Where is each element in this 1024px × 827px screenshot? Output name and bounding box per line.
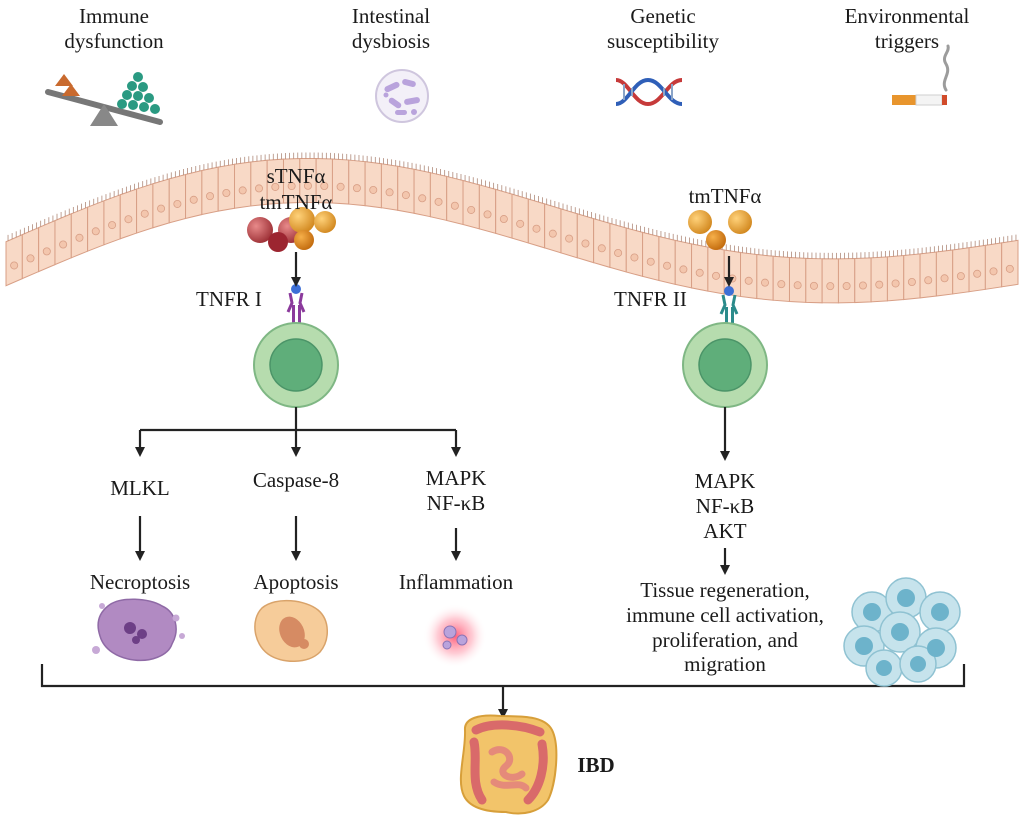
tnf-ligands-left (247, 207, 336, 252)
outcome-apoptosis: Apoptosis (253, 570, 339, 594)
outcome-line: immune cell activation, (626, 602, 824, 627)
pathway-caspase-8: Caspase-8 (252, 468, 340, 492)
immune-cell-left (253, 322, 339, 408)
outcome-line: migration (684, 652, 766, 677)
factor-genetic-susceptibility: Genetic susceptibility (578, 4, 748, 54)
signal-mapk: MAPK (694, 469, 756, 493)
tnfr2-receptor-icon (719, 286, 739, 329)
factor-intestinal-dysbiosis: Intestinal dysbiosis (306, 4, 476, 54)
inflammation-icon (423, 604, 487, 668)
cigarette-icon (892, 44, 950, 106)
factor-immune-dysfunction: Immune dysfunction (29, 4, 199, 54)
microbes-icon (375, 69, 429, 123)
signal-list: MAPK NF-κB AKT (665, 469, 785, 543)
necroptotic-cell-icon (92, 598, 185, 662)
ligand-tmtnf-alpha: tmTNFα (259, 190, 333, 214)
outcome-regeneration: Tissue regeneration, immune cell activat… (600, 578, 850, 677)
outcome-line: proliferation, and (652, 627, 798, 652)
tnf-ligands-right (688, 210, 752, 250)
factor-environmental-triggers: Environmental triggers (822, 4, 992, 54)
factor-line: susceptibility (607, 28, 719, 53)
intestinal-epithelium (5, 152, 1019, 304)
factor-line: dysbiosis (351, 28, 431, 53)
outcome-inflammation: Inflammation (398, 570, 514, 594)
receptor-tnfr2-label: TNFR II (614, 287, 687, 311)
factor-line: Immune (79, 4, 149, 28)
apoptotic-cell-icon (254, 599, 328, 662)
outcome-necroptosis: Necroptosis (89, 570, 191, 594)
outcome-line: Tissue regeneration, (640, 578, 810, 602)
ligand-tmtnf-alpha-right: tmTNFα (688, 184, 762, 208)
intestine-icon (459, 714, 558, 815)
signal-nfkb: NF-κB (695, 493, 755, 518)
factor-line: Environmental (844, 4, 970, 28)
immune-cell-right (682, 322, 768, 408)
factor-line: Genetic (630, 4, 696, 28)
signal-akt: AKT (703, 518, 747, 543)
factor-line: dysfunction (64, 28, 164, 53)
factor-line: Intestinal (351, 4, 431, 28)
ligand-stnf-alpha: sTNFα (266, 164, 326, 188)
pathway-mapk-nfkb: MAPK NF-κB (396, 466, 516, 516)
proliferating-cells-icon (843, 577, 961, 687)
flow-arrows (40, 252, 966, 719)
receptor-tnfr1-label: TNFR I (196, 287, 262, 311)
pathway-line: NF-κB (426, 490, 486, 515)
result-ibd: IBD (577, 753, 615, 777)
seesaw-icon (45, 72, 163, 126)
factor-line: triggers (874, 28, 940, 53)
pathway-line: MAPK (425, 466, 487, 490)
pathway-mlkl: MLKL (110, 476, 170, 500)
dna-icon (615, 77, 683, 107)
